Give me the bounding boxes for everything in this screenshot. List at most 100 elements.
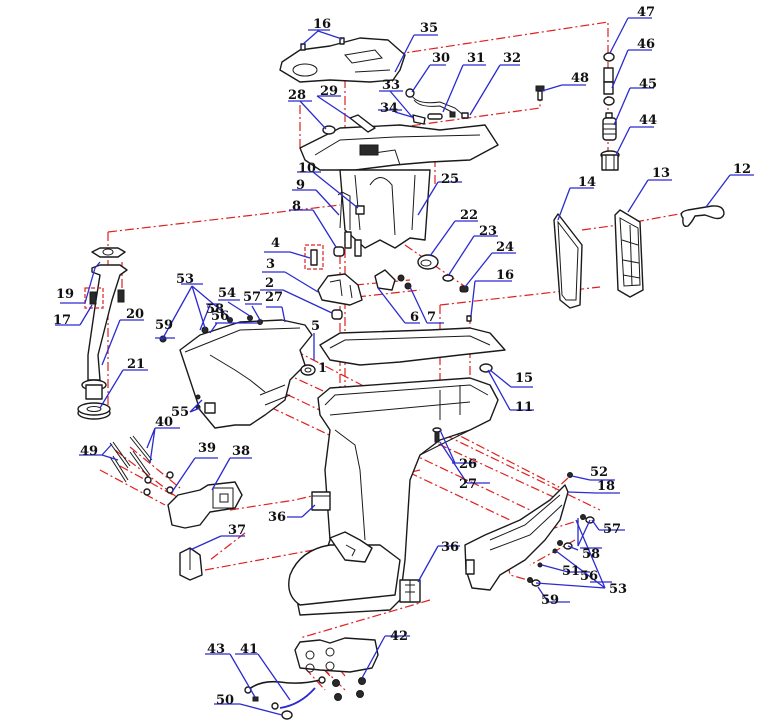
leader-lines: [55, 17, 754, 716]
callout-38: 38: [232, 444, 250, 459]
axis-line: [99, 446, 181, 506]
callout-5: 5: [311, 319, 320, 334]
part-8-mount-rubber: [333, 246, 345, 257]
part-17-bolts: [84, 287, 125, 309]
callout-27: 27: [459, 477, 477, 492]
part-15-lower-gasket: [319, 327, 506, 366]
callout-10: 10: [298, 161, 316, 176]
callout-labels: 16 35 30 31 32 33 34 47 46 45 44 48 28 2…: [53, 5, 751, 708]
callout-52: 52: [590, 465, 608, 480]
part-26-27-bolt: [432, 427, 442, 443]
part-42-nuts: [332, 677, 366, 701]
callout-57: 57: [603, 522, 621, 537]
part-51-59-fasteners-right: [527, 472, 595, 587]
callout-23: 23: [479, 224, 497, 239]
callout-22: 22: [460, 208, 478, 223]
callout-41: 41: [240, 642, 258, 657]
callout-56: 56: [580, 569, 598, 584]
part-2-mount-rubber: [331, 309, 343, 320]
part-35-top-gasket-plate: [279, 37, 406, 83]
part-13-screen-frame: [614, 209, 644, 298]
part-25-oil-pan-plate: [299, 124, 499, 249]
callout-44: 44: [639, 113, 657, 128]
callout-16: 16: [496, 268, 514, 283]
callout-33: 33: [382, 78, 400, 93]
callout-35: 35: [420, 21, 438, 36]
callout-34: 34: [380, 101, 398, 116]
part-9-10-pipe: [337, 191, 365, 230]
part-5-seal: [300, 364, 316, 376]
part-20-exhaust-pipe: [81, 264, 128, 400]
axis-line: [404, 244, 471, 291]
callout-46: 46: [637, 37, 655, 52]
callout-4: 4: [271, 236, 280, 251]
part-40-49-long-bolts: [109, 435, 153, 483]
callout-50: 50: [216, 693, 234, 708]
callout-54: 54: [218, 286, 236, 301]
part-7-nuts: [397, 274, 412, 290]
callout-40: 40: [155, 415, 173, 430]
callout-55: 55: [171, 405, 189, 420]
axis-line: [264, 334, 556, 486]
callout-49: 49: [80, 444, 98, 459]
callout-15: 15: [515, 371, 533, 386]
callout-1: 1: [318, 361, 327, 376]
callout-51: 51: [562, 564, 580, 579]
callout-36: 36: [441, 540, 459, 555]
callout-11: 11: [515, 400, 533, 415]
callout-59: 59: [155, 318, 173, 333]
part-36-rubber-block-left: [311, 491, 331, 511]
callout-53: 53: [176, 272, 194, 287]
callout-24: 24: [496, 240, 514, 255]
callout-30: 30: [432, 51, 450, 66]
callout-56: 56: [211, 309, 229, 324]
callout-45: 45: [639, 77, 657, 92]
callout-7: 7: [427, 310, 436, 325]
callout-36: 36: [268, 510, 286, 525]
part-21-seal-ring: [77, 402, 111, 420]
part-3-mount-bracket: [317, 273, 363, 306]
callout-16: 16: [313, 17, 331, 32]
part-37-stopper: [179, 547, 203, 581]
axis-line: [504, 477, 569, 583]
part-lower-casing-main: [288, 377, 499, 616]
axis-line: [444, 434, 601, 511]
axis-line: [209, 532, 246, 561]
callout-58: 58: [582, 547, 600, 562]
part-6-gasket: [374, 269, 396, 291]
part-27-left-cover-panel: [179, 319, 313, 429]
part-28-seal: [322, 125, 336, 135]
part-41-ground-wire: [244, 676, 326, 710]
callout-21: 21: [127, 357, 145, 372]
callout-27: 27: [265, 290, 283, 305]
callout-39: 39: [198, 441, 216, 456]
callout-2: 2: [265, 276, 274, 291]
part-43-screw: [252, 696, 259, 702]
callout-17: 17: [53, 313, 71, 328]
callout-20: 20: [126, 307, 144, 322]
callout-3: 3: [266, 257, 275, 272]
part-18-right-cover-panel: [464, 484, 569, 591]
callout-32: 32: [503, 51, 521, 66]
callout-53: 53: [609, 582, 627, 597]
axis-line: [299, 599, 431, 639]
part-42-lower-bracket: [294, 637, 379, 673]
axis-line: [229, 469, 421, 511]
callout-29: 29: [320, 84, 338, 99]
part-24-plug: [459, 285, 469, 293]
callout-13: 13: [652, 166, 670, 181]
callout-59: 59: [541, 593, 559, 608]
part-22-grommet: [417, 254, 439, 270]
callout-19: 19: [56, 287, 74, 302]
part-30-32-hose-assembly: [405, 88, 469, 125]
callout-6: 6: [410, 310, 419, 325]
callout-26: 26: [459, 457, 477, 472]
callout-37: 37: [228, 523, 246, 538]
part-48-bolt: [535, 85, 545, 101]
part-4-bolt: [304, 231, 362, 270]
part-53-59-fasteners-left: [159, 315, 263, 410]
part-36-rubber-block-right: [399, 579, 421, 603]
callout-8: 8: [292, 199, 301, 214]
part-11-plug: [479, 363, 493, 373]
